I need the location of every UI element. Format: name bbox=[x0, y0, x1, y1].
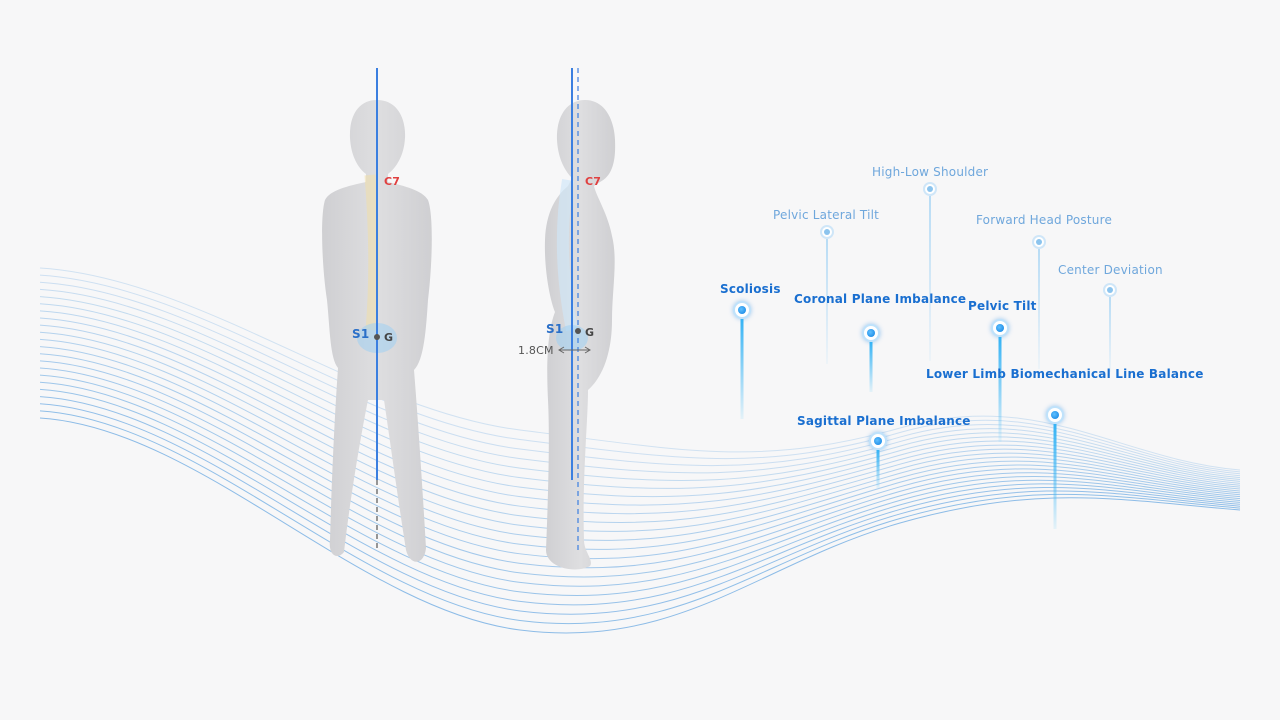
wave-line bbox=[39, 288, 1241, 477]
back-view-figure bbox=[322, 68, 432, 562]
s1-marker-back: S1 bbox=[352, 327, 370, 341]
wave-line bbox=[39, 324, 1241, 515]
label-high-low-shoulder: High-Low Shoulder bbox=[872, 165, 989, 179]
wave-line bbox=[39, 403, 1241, 615]
wave-line bbox=[39, 396, 1241, 606]
side-view-figure bbox=[544, 68, 616, 570]
wave-line bbox=[39, 317, 1241, 506]
wave-line bbox=[39, 274, 1241, 473]
wave-line bbox=[39, 417, 1241, 634]
wave-line bbox=[39, 410, 1241, 625]
label-scoliosis: Scoliosis bbox=[720, 282, 781, 296]
g-marker-side: G bbox=[585, 326, 595, 339]
wave-line bbox=[39, 374, 1241, 578]
wave-line bbox=[39, 303, 1241, 489]
wave-line bbox=[39, 353, 1241, 550]
label-lower-limb-balance: Lower Limb Biomechanical Line Balance bbox=[926, 367, 1204, 381]
wave-line bbox=[39, 367, 1241, 569]
wave-line bbox=[39, 381, 1241, 587]
s1-marker-side: S1 bbox=[546, 322, 564, 336]
label-pelvic-tilt: Pelvic Tilt bbox=[968, 299, 1037, 313]
label-forward-head-posture: Forward Head Posture bbox=[976, 213, 1113, 227]
wave-line bbox=[39, 267, 1241, 471]
wave-line bbox=[39, 296, 1241, 482]
g-marker-back: G bbox=[384, 331, 394, 344]
offset-measurement: 1.8CM bbox=[518, 344, 554, 357]
wave-line bbox=[39, 310, 1241, 498]
label-center-deviation: Center Deviation bbox=[1058, 263, 1163, 277]
wave-line bbox=[39, 331, 1241, 523]
c7-marker-back: C7 bbox=[384, 175, 401, 188]
label-coronal-plane-imbalance: Coronal Plane Imbalance bbox=[794, 292, 967, 306]
wave-line bbox=[39, 346, 1241, 541]
label-pelvic-lateral-tilt: Pelvic Lateral Tilt bbox=[773, 208, 880, 222]
wave-line bbox=[39, 281, 1241, 475]
label-sagittal-plane-imbalance: Sagittal Plane Imbalance bbox=[797, 414, 971, 428]
wave-line bbox=[39, 388, 1241, 596]
c7-marker-side: C7 bbox=[585, 175, 602, 188]
wave-line bbox=[39, 338, 1241, 532]
wave-line bbox=[39, 360, 1241, 560]
